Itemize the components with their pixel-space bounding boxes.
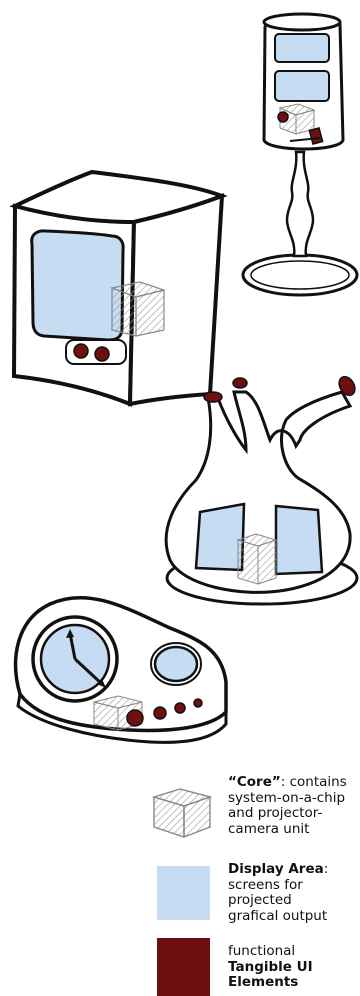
legend-display: Display Area: screens for projected graf… — [0, 862, 360, 932]
cube-knob-right — [95, 347, 109, 361]
core-term: “Core” — [228, 774, 281, 790]
vase-device — [166, 374, 358, 604]
legend-tangible: functional Tangible UI Elements — [0, 937, 360, 993]
display-line-3: grafical output — [228, 908, 327, 924]
legend-core: “Core”: contains system-on-a-chip and pr… — [0, 775, 360, 850]
cube-core — [112, 282, 164, 336]
clock-knob-tiny — [194, 699, 202, 707]
display-line-2: projected — [228, 892, 292, 908]
tangible-description: functional Tangible UI Elements — [228, 944, 360, 991]
display-description: Display Area: screens for projected graf… — [228, 862, 360, 924]
clock-knob-small — [175, 703, 185, 713]
clock-device — [16, 598, 226, 743]
tangible-swatch — [157, 938, 210, 996]
cube-screen — [32, 231, 123, 340]
vase-screen-left — [196, 504, 244, 570]
tangible-line-1: functional — [228, 943, 295, 959]
cube-knob-left — [74, 344, 88, 358]
core-description: “Core”: contains system-on-a-chip and pr… — [228, 775, 360, 837]
core-line-3: camera unit — [228, 821, 309, 837]
display-colon: : — [324, 861, 329, 877]
vase-core — [238, 534, 276, 584]
display-line-1: screens for — [228, 877, 303, 893]
display-swatch — [157, 866, 210, 920]
lamp-screen-bottom — [275, 71, 329, 101]
clock-knob-large — [127, 710, 143, 726]
tangible-term-2: Elements — [228, 974, 298, 990]
device-sketches — [0, 0, 360, 760]
core-line-2: and projector- — [228, 805, 322, 821]
display-term: Display Area — [228, 861, 324, 877]
lamp-screen-top — [275, 34, 329, 62]
core-cube-icon — [150, 779, 216, 841]
cube-device — [8, 172, 225, 404]
core-rest: : contains — [281, 774, 347, 790]
lamp-device — [243, 14, 357, 295]
tangible-term-1: Tangible UI — [228, 959, 313, 975]
clock-screen-small — [155, 647, 197, 681]
lamp-knob — [278, 112, 288, 122]
clock-knob-mid — [154, 707, 166, 719]
vase-tip-left — [204, 392, 222, 402]
vase-tip-middle — [233, 378, 247, 388]
core-line-1: system-on-a-chip — [228, 790, 345, 806]
vase-screen-right — [276, 506, 322, 574]
